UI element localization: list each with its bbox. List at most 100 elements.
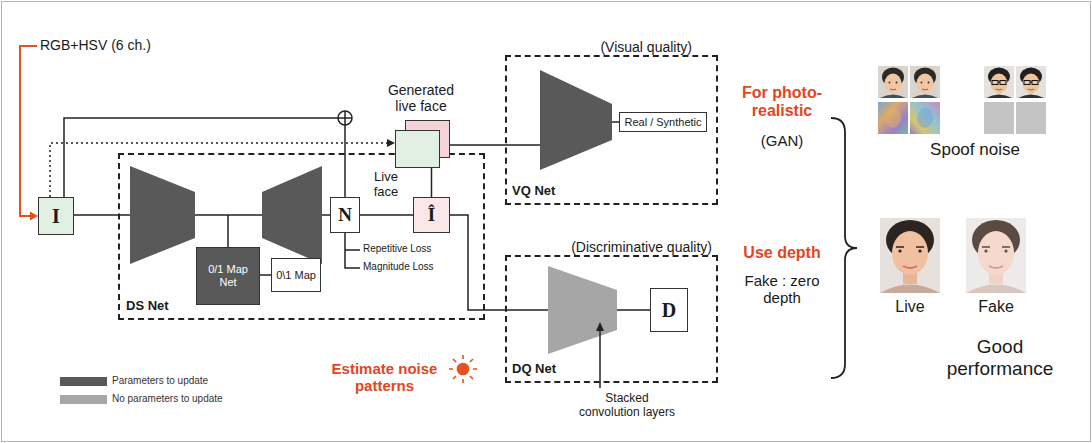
fake-face-photo — [966, 218, 1026, 293]
spoof-noise-images — [917, 108, 933, 128]
decoder-block — [262, 166, 322, 264]
region-caption: (Visual quality) — [600, 39, 692, 55]
input-arrowhead — [30, 212, 38, 221]
box-label: 0\1 Map — [276, 269, 316, 282]
fake-face-photo — [982, 246, 1010, 248]
sum-symbol — [338, 111, 352, 125]
legend-text: No parameters to update — [112, 393, 223, 405]
wire — [74, 214, 130, 216]
live-face-photo — [880, 285, 940, 294]
legend-swatch — [60, 377, 107, 386]
connector — [50, 143, 395, 197]
encoder-block — [130, 166, 195, 264]
annotation: Repetitive Loss — [363, 243, 431, 255]
spoof-noise-images — [984, 66, 1014, 98]
noise-box: N — [330, 197, 360, 233]
spoof-noise-images — [878, 102, 908, 134]
generated-face-front — [395, 130, 440, 168]
vq-net-region: (Visual quality)VQ NetReal / Synthetic — [505, 55, 718, 205]
region-caption: (Discriminative quality) — [571, 239, 712, 255]
legend-text: Parameters to update — [112, 375, 208, 387]
depth-box: D — [650, 288, 688, 332]
spoof-noise-images — [984, 102, 1014, 134]
leader-arrow — [596, 322, 604, 331]
annotation: Spoof noise — [910, 140, 1040, 160]
ds-net-region: DS Net 0/1 Map Net 0\1 Map N Î — [118, 153, 485, 320]
region-title: DS Net — [126, 299, 169, 314]
annotation: Use depth — [734, 244, 830, 262]
wire — [227, 215, 229, 247]
map-net-box: 0/1 Map Net — [196, 247, 260, 305]
leader-arrow — [599, 331, 601, 388]
input-arrow — [20, 46, 37, 216]
spoof-noise-images — [1016, 66, 1046, 98]
live-face-photo — [896, 246, 924, 248]
sun-icon — [458, 364, 469, 375]
live-face-box: Î — [413, 197, 450, 233]
dq-net-region: (Discriminative quality)DQ NetD — [505, 255, 718, 383]
wire — [345, 233, 360, 268]
region-title: DQ Net — [512, 362, 556, 377]
sum-symbol — [338, 111, 352, 125]
box-label: I — [52, 205, 60, 228]
fake-face-photo — [966, 218, 1026, 293]
live-face-photo — [880, 218, 940, 293]
fake-face-photo — [978, 231, 1014, 275]
spoof-noise-images — [878, 66, 1046, 134]
box-label: 0/1 Map Net — [203, 263, 253, 288]
connector — [260, 274, 271, 276]
annotation: Live — [880, 298, 940, 316]
live-face-photo — [903, 266, 917, 268]
dq-network-block — [548, 266, 617, 354]
fake-face-photo — [966, 285, 1026, 294]
box-label: Real / Synthetic — [624, 116, 701, 129]
legend-swatch — [60, 395, 107, 404]
fake-face-photo — [1004, 249, 1007, 252]
wire — [617, 309, 650, 311]
output-box: Real / Synthetic — [619, 112, 707, 132]
box-label: D — [662, 299, 676, 322]
annotation: (GAN) — [734, 132, 830, 149]
generated-face-stack: Generated live face — [395, 120, 450, 168]
spoof-noise-images — [910, 102, 940, 134]
annotation: Stacked convolution layers — [575, 392, 679, 420]
annotation: Estimate noise patterns — [322, 360, 447, 395]
live-face-photo — [898, 249, 901, 252]
leader-arrow — [596, 322, 604, 388]
fake-face-photo — [984, 249, 987, 252]
spoof-noise-images — [878, 66, 908, 98]
wire — [505, 144, 540, 146]
annotation: Live face — [364, 170, 408, 200]
vq-network-block — [540, 70, 612, 170]
sun-icon — [449, 355, 477, 383]
bracket — [831, 118, 857, 378]
sum-symbol — [338, 111, 352, 125]
annotation: Magnitude Loss — [363, 261, 434, 273]
annotation: Fake — [966, 298, 1026, 316]
connector — [450, 144, 505, 146]
live-face-photo — [880, 218, 940, 293]
wire — [322, 214, 330, 216]
annotation: For photo-realistic — [734, 84, 830, 121]
fake-face-photo — [989, 266, 1003, 268]
annotation: Fake : zero depth — [734, 272, 830, 307]
input-box: I — [38, 197, 74, 235]
spoof-noise-images — [910, 66, 940, 98]
box-label: Î — [428, 204, 435, 226]
sun-icon — [449, 355, 477, 383]
box-label: N — [338, 204, 352, 226]
map-box: 0\1 Map — [271, 258, 321, 292]
wire — [505, 309, 548, 311]
wire — [344, 125, 346, 197]
connector — [450, 215, 505, 310]
region-title: VQ Net — [512, 184, 555, 199]
annotation: Good performance — [940, 336, 1060, 380]
live-face-photo — [918, 249, 921, 252]
annotation: RGB+HSV (6 ch.) — [40, 37, 151, 53]
connector — [360, 214, 413, 216]
stack-caption: Generated live face — [377, 82, 465, 114]
spoof-noise-images — [885, 108, 901, 128]
connector — [431, 168, 433, 197]
